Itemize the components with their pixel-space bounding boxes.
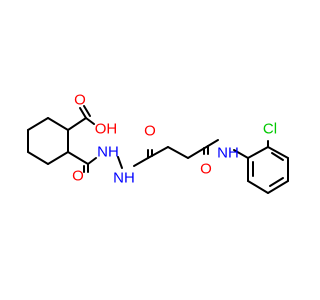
ring-bond — [47, 151, 69, 165]
atom-label-oxygen: O — [74, 92, 86, 109]
background — [0, 0, 300, 300]
carbonyl-bond — [79, 107, 87, 119]
aromatic-inner-bond — [271, 152, 284, 161]
ring-bond — [247, 146, 269, 159]
bond — [147, 146, 169, 159]
atom-label-oxygen: O — [72, 168, 84, 185]
ring-bond — [267, 180, 289, 194]
hydroxyl-bond — [85, 117, 95, 125]
bond — [167, 146, 189, 159]
atom-label-oxygen: O — [200, 161, 212, 178]
carbonyl-bond — [83, 105, 91, 117]
bond — [67, 151, 89, 165]
bond — [133, 157, 149, 167]
carboxylic-acid-group — [67, 105, 95, 131]
atom-label-nh: NH — [97, 144, 119, 161]
atom-label-nh: NH — [113, 170, 135, 187]
cyclohexane-ring — [27, 117, 69, 165]
ring-bond — [27, 151, 49, 165]
hydrazide-carbonyl — [67, 151, 97, 173]
atom-label-nh: NH — [217, 145, 239, 162]
ring-bond — [247, 180, 269, 194]
ring-bond — [47, 117, 69, 131]
chemical-structure: O OH O NH NH O O NH Cl — [0, 0, 300, 300]
ring-bond — [267, 146, 289, 159]
ring-bond — [27, 117, 49, 131]
n-n-bond — [117, 156, 123, 169]
n-aryl-bond — [233, 149, 249, 159]
atom-label-oxygen: O — [144, 123, 156, 140]
linker-chain — [117, 139, 219, 169]
atom-label-hydroxyl: OH — [95, 121, 118, 138]
bond — [67, 117, 87, 131]
chlorophenyl-ring — [233, 140, 289, 194]
atom-label-chlorine: Cl — [263, 121, 277, 138]
bond — [207, 139, 219, 147]
aromatic-inner-bond — [269, 177, 284, 187]
bond — [87, 157, 97, 165]
